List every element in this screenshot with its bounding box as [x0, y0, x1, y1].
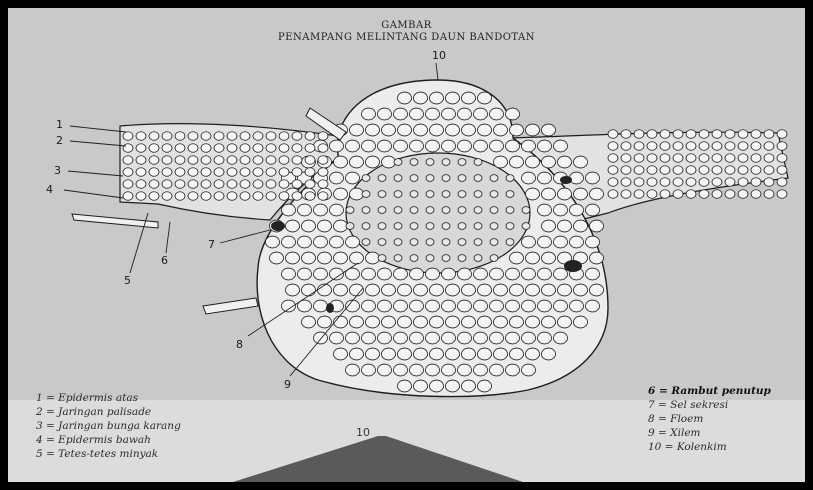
legend-item: 8 = Floem [648, 412, 771, 426]
legend-item: 1 = Epidermis atas [36, 391, 181, 405]
legend-item: 6 = Rambut penutup [648, 384, 771, 398]
legend-left: 1 = Epidermis atas2 = Jaringan palisade3… [36, 391, 181, 461]
legend-item: 5 = Tetes-tetes minyak [36, 447, 181, 461]
legend-item: 7 = Sel sekresi [648, 398, 771, 412]
legend-right: 6 = Rambut penutup7 = Sel sekresi8 = Flo… [648, 384, 771, 454]
bottom-label: 10 [356, 426, 370, 439]
legend-item: 10 = Kolenkim [648, 440, 771, 454]
legend-item: 9 = Xilem [648, 426, 771, 440]
legend-item: 3 = Jaringan bunga karang [36, 419, 181, 433]
legend-item: 4 = Epidermis bawah [36, 433, 181, 447]
diagram-paper: GAMBAR PENAMPANG MELINTANG DAUN BANDOTAN… [8, 8, 805, 482]
legend-item: 2 = Jaringan palisade [36, 405, 181, 419]
